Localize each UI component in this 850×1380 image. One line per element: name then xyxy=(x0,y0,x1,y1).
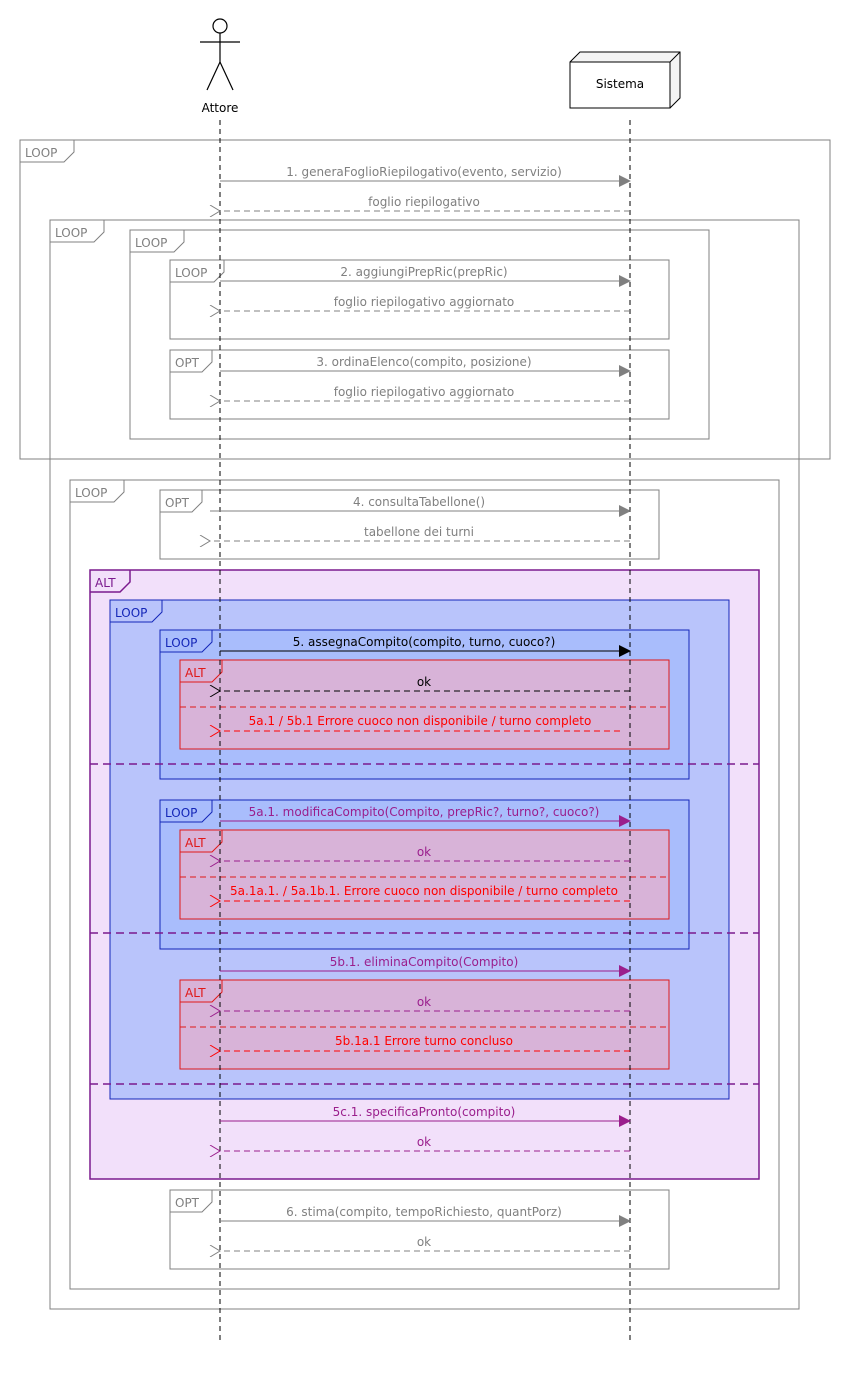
message-20: 6. stima(compito, tempoRichiesto, quantP… xyxy=(220,1205,631,1227)
actor-participant: Attore xyxy=(200,18,240,115)
message-11-label: 5a.1 / 5b.1 Errore cuoco non disponibile… xyxy=(249,714,592,728)
message-14-label: 5a.1a.1. / 5a.1b.1. Errore cuoco non dis… xyxy=(230,884,618,898)
message-9-label: 5. assegnaCompito(compito, turno, cuoco?… xyxy=(293,635,556,649)
loop-frame-6: LOOP xyxy=(69,479,780,1290)
system-participant: Sistema xyxy=(569,51,681,109)
loop-frame-9-label: LOOP xyxy=(115,606,147,620)
message-3: 2. aggiungiPrepRic(prepRic) xyxy=(220,265,631,287)
message-14: 5a.1a.1. / 5a.1b.1. Errore cuoco non dis… xyxy=(220,884,630,901)
loop-frame-4: LOOP xyxy=(169,259,670,340)
alt-frame-11: ALT xyxy=(179,659,670,750)
messages-layer: 1. generaFoglioRiepilogativo(evento, ser… xyxy=(210,165,631,1251)
message-4-label: foglio riepilogativo aggiornato xyxy=(334,295,515,309)
frames-layer: LOOP LOOP LOOP LOOP OPT xyxy=(19,139,831,1310)
message-21: ok xyxy=(220,1235,630,1251)
message-10-label: ok xyxy=(417,675,431,689)
alt-frame-13-label: ALT xyxy=(185,836,206,850)
loop-frame-1: LOOP xyxy=(19,139,831,460)
opt-frame-5: OPT xyxy=(169,349,670,420)
loop-frame-1-label: LOOP xyxy=(25,146,57,160)
message-5-label: 3. ordinaElenco(compito, posizione) xyxy=(316,355,531,369)
message-12-label: 5a.1. modificaCompito(Compito, prepRic?,… xyxy=(249,805,600,819)
opt-frame-7: OPT xyxy=(159,489,660,560)
message-17: 5b.1a.1 Errore turno concluso xyxy=(220,1034,630,1051)
opt-frame-15: OPT xyxy=(169,1189,670,1270)
opt-frame-7-label: OPT xyxy=(165,496,190,510)
message-11: 5a.1 / 5b.1 Errore cuoco non disponibile… xyxy=(220,714,620,731)
message-2-label: foglio riepilogativo xyxy=(368,195,480,209)
message-15: 5b.1. eliminaCompito(Compito) xyxy=(220,955,631,977)
message-2: foglio riepilogativo xyxy=(220,195,630,211)
message-20-label: 6. stima(compito, tempoRichiesto, quantP… xyxy=(286,1205,562,1219)
alt-frame-8-label: ALT xyxy=(95,576,116,590)
loop-frame-2-label: LOOP xyxy=(55,226,87,240)
message-12: 5a.1. modificaCompito(Compito, prepRic?,… xyxy=(220,805,631,827)
system-label: Sistema xyxy=(596,77,644,91)
loop-frame-12-label: LOOP xyxy=(165,806,197,820)
message-18-label: 5c.1. specificaPronto(compito) xyxy=(333,1105,516,1119)
message-13-label: ok xyxy=(417,845,431,859)
message-6: foglio riepilogativo aggiornato xyxy=(220,385,630,401)
loop-frame-6-label: LOOP xyxy=(75,486,107,500)
loop-frame-3: LOOP xyxy=(129,229,710,440)
message-10: ok xyxy=(220,675,630,691)
stick-figure-icon xyxy=(200,18,240,91)
message-13: ok xyxy=(220,845,630,861)
loop-frame-10-label: LOOP xyxy=(165,636,197,650)
message-1: 1. generaFoglioRiepilogativo(evento, ser… xyxy=(220,165,631,187)
message-19: ok xyxy=(220,1135,630,1151)
message-6-label: foglio riepilogativo aggiornato xyxy=(334,385,515,399)
message-17-label: 5b.1a.1 Errore turno concluso xyxy=(335,1034,513,1048)
message-16-label: ok xyxy=(417,995,431,1009)
message-1-label: 1. generaFoglioRiepilogativo(evento, ser… xyxy=(286,165,562,179)
loop-frame-3-label: LOOP xyxy=(135,236,167,250)
message-21-label: ok xyxy=(417,1235,431,1249)
message-9: 5. assegnaCompito(compito, turno, cuoco?… xyxy=(220,635,631,657)
message-5: 3. ordinaElenco(compito, posizione) xyxy=(220,355,631,377)
loop-frame-4-label: LOOP xyxy=(175,266,207,280)
alt-frame-14-label: ALT xyxy=(185,986,206,1000)
message-7-label: 4. consultaTabellone() xyxy=(353,495,485,509)
message-8-label: tabellone dei turni xyxy=(364,525,474,539)
message-19-label: ok xyxy=(417,1135,431,1149)
message-7: 4. consultaTabellone() xyxy=(210,495,631,517)
node-box-icon xyxy=(569,51,681,109)
loop-frame-2: LOOP xyxy=(49,219,800,1310)
message-8: tabellone dei turni xyxy=(210,525,630,541)
alt-frame-13: ALT xyxy=(179,829,670,920)
message-15-label: 5b.1. eliminaCompito(Compito) xyxy=(330,955,519,969)
alt-frame-11-label: ALT xyxy=(185,666,206,680)
message-4: foglio riepilogativo aggiornato xyxy=(220,295,630,311)
alt-frame-14: ALT xyxy=(179,979,670,1070)
message-3-label: 2. aggiungiPrepRic(prepRic) xyxy=(340,265,507,279)
message-16: ok xyxy=(220,995,630,1011)
actor-label: Attore xyxy=(202,101,239,115)
opt-frame-5-label: OPT xyxy=(175,356,200,370)
message-18: 5c.1. specificaPronto(compito) xyxy=(220,1105,631,1127)
opt-frame-15-label: OPT xyxy=(175,1196,200,1210)
